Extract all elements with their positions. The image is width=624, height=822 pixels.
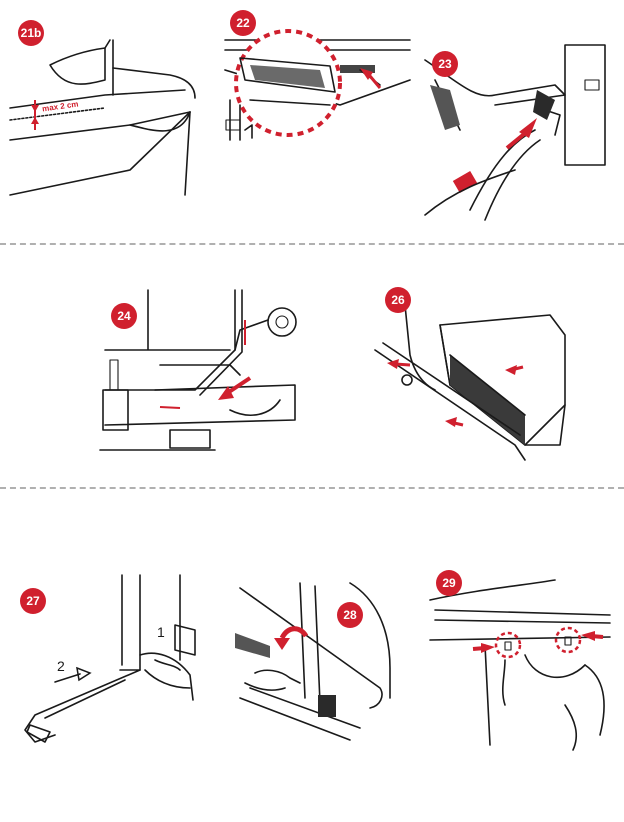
label-one: 1	[157, 624, 165, 640]
bassinet-side-drawing	[10, 20, 200, 220]
section-divider	[0, 487, 624, 489]
step-21b-illustration: max 2 cm 21b	[10, 20, 200, 220]
step-badge: 28	[337, 602, 363, 628]
step-badge: 27	[20, 588, 46, 614]
step-badge: 21b	[18, 20, 44, 46]
step-badge: 26	[385, 287, 411, 313]
label-two: 2	[57, 658, 65, 674]
section-divider	[0, 243, 624, 245]
step-29-illustration: 29	[425, 565, 615, 750]
step-badge: 29	[436, 570, 462, 596]
step-27-illustration: 1 2 27	[15, 570, 205, 750]
latch-rotate-drawing	[230, 578, 395, 748]
step-28-illustration: 28	[230, 578, 395, 748]
step-badge: 22	[230, 10, 256, 36]
step-badge: 24	[111, 303, 137, 329]
step-22-illustration: 22	[220, 10, 415, 155]
step-24-illustration: 24	[100, 290, 300, 460]
step-26-illustration: 26	[375, 285, 580, 465]
step-23-illustration: 23	[425, 40, 615, 230]
step-badge: 23	[432, 51, 458, 77]
bassinet-mesh-drawing	[375, 285, 580, 465]
